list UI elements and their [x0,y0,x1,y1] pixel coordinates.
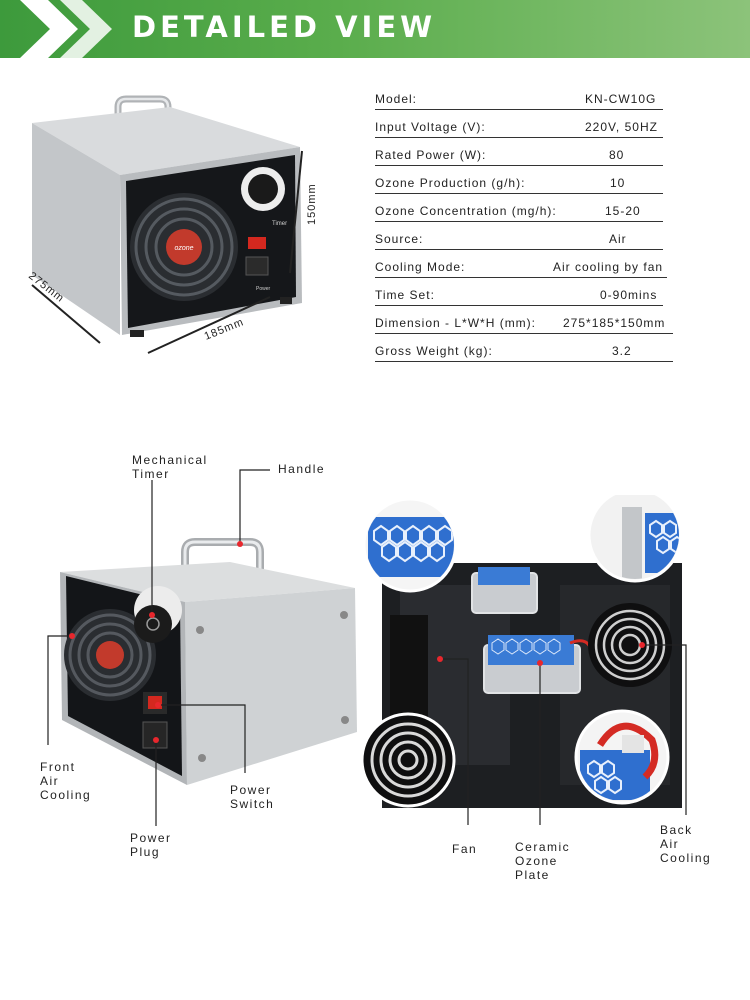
spec-row-gross-weight: Gross Weight (kg): 3.2 [375,338,675,366]
callout-power-plug: Power Plug [130,831,172,859]
spec-value: 80 [609,148,625,162]
spec-label: Ozone Concentration (mg/h): [375,204,557,218]
spec-row-source: Source: Air [375,226,675,254]
spec-label: Time Set: [375,288,435,302]
callout-mechanical-timer: Mechanical Timer [132,453,208,481]
spec-row-dimension: Dimension - L*W*H (mm): 275*185*150mm [375,310,675,338]
spec-value: KN-CW10G [585,92,657,106]
dim-depth-label: 185mm [203,316,246,343]
spec-label: Source: [375,232,424,246]
spec-table: Model: KN-CW10G Input Voltage (V): 220V,… [375,86,675,366]
spec-value: 275*185*150mm [563,316,666,330]
callout-power-switch: Power Switch [230,783,275,811]
spec-value: 3.2 [612,344,632,358]
spec-label: Rated Power (W): [375,148,487,162]
callout-handle: Handle [278,462,326,476]
spec-row-model: Model: KN-CW10G [375,86,675,114]
spec-label: Input Voltage (V): [375,120,486,134]
spec-row-ozone-concentration: Ozone Concentration (mg/h): 15-20 [375,198,675,226]
dim-height-label: 150mm [306,183,318,225]
chevron-arrows-icon [20,0,112,58]
spec-row-cooling-mode: Cooling Mode: Air cooling by fan [375,254,675,282]
callout-fan: Fan [452,842,478,856]
spec-value: Air [609,232,627,246]
callout-back-air-cooling: Back Air Cooling [660,823,712,865]
internal-view-image [360,495,687,825]
spec-value: 15-20 [605,204,641,218]
spec-label: Gross Weight (kg): [375,344,493,358]
spec-value: 10 [610,176,626,190]
page-title: DETAILED VIEW [132,10,437,44]
device-timer-label: Timer [272,221,287,227]
spec-value: Air cooling by fan [553,260,664,274]
spec-row-power: Rated Power (W): 80 [375,142,675,170]
spec-row-voltage: Input Voltage (V): 220V, 50HZ [375,114,675,142]
spec-value: 0-90mins [600,288,658,302]
spec-row-time-set: Time Set: 0-90mins [375,282,675,310]
callout-ceramic-ozone-plate: Ceramic Ozone Plate [515,840,571,882]
header-banner: DETAILED VIEW [0,0,750,58]
product-callout-image [47,469,357,826]
spec-value: 220V, 50HZ [585,120,658,134]
spec-label: Model: [375,92,418,106]
spec-label: Cooling Mode: [375,260,466,274]
device-power-label: Power [256,286,271,292]
callout-front-air-cooling: Front Air Cooling [40,760,92,802]
svg-text:ozone: ozone [174,245,193,252]
spec-label: Ozone Production (g/h): [375,176,526,190]
spec-row-ozone-production: Ozone Production (g/h): 10 [375,170,675,198]
product-dimension-image: ozone Timer Power 275mm 185mm 150mm [26,95,318,354]
spec-label: Dimension - L*W*H (mm): [375,316,537,330]
